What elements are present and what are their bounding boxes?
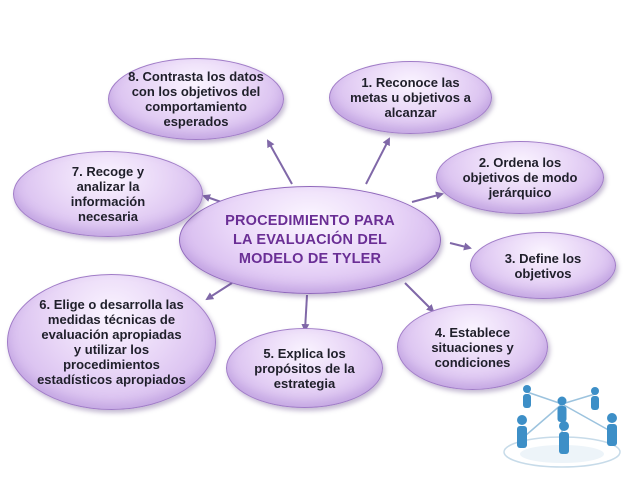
arrow-to-step-3: [449, 242, 472, 251]
arrow-to-step-5: [301, 294, 310, 332]
arrow-to-step-4: [404, 282, 435, 313]
step-1-node: 1. Reconoce las metas u objetivos a alca…: [329, 61, 492, 134]
arrow-to-step-2: [411, 191, 444, 203]
step-2-node: 2. Ordena los objetivos de modo jerárqui…: [436, 141, 604, 214]
step-3-node: 3. Define los objetivos: [470, 232, 616, 299]
arrow-to-step-1: [365, 137, 390, 185]
step-4-node: 4. Establece situaciones y condiciones: [397, 304, 548, 390]
step-2-label: 2. Ordena los objetivos de modo jerárqui…: [462, 155, 578, 200]
step-6-label: 6. Elige o desarrolla las medidas técnic…: [37, 297, 186, 387]
arrow-to-step-8: [267, 139, 293, 185]
step-3-label: 3. Define los objetivos: [504, 250, 582, 281]
step-4-label: 4. Establece situaciones y condiciones: [431, 324, 514, 370]
step-1-label: 1. Reconoce las metas u objetivos a alca…: [350, 75, 471, 120]
step-5-node: 5. Explica los propósitos de la estrateg…: [226, 328, 383, 408]
arrow-to-step-6: [205, 282, 233, 301]
center-node: PROCEDIMIENTO PARA LA EVALUACIÓN DEL MOD…: [179, 186, 441, 294]
step-6-node: 6. Elige o desarrolla las medidas técnic…: [7, 274, 216, 410]
step-8-label: 8. Contrasta los datos con los objetivos…: [128, 69, 264, 129]
step-7-node: 7. Recoge y analizar la información nece…: [13, 151, 203, 237]
people-network-icon: [503, 385, 621, 468]
step-5-label: 5. Explica los propósitos de la estrateg…: [254, 345, 355, 391]
step-7-label: 7. Recoge y analizar la información nece…: [70, 164, 146, 224]
center-title: PROCEDIMIENTO PARA LA EVALUACIÓN DEL MOD…: [225, 212, 395, 267]
step-8-node: 8. Contrasta los datos con los objetivos…: [108, 58, 284, 140]
